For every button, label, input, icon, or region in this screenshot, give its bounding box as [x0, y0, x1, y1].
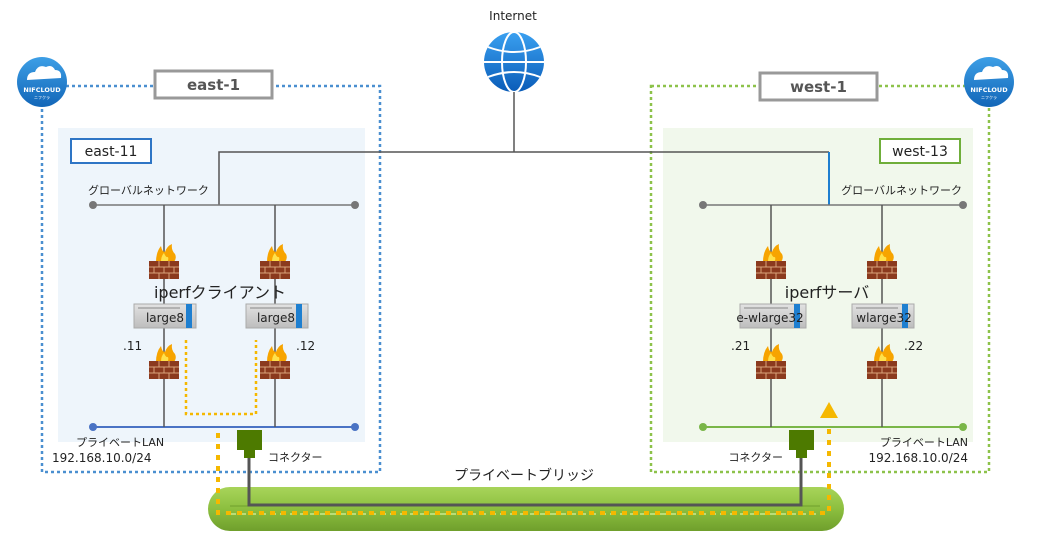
- private-lan-west-label: プライベートLAN: [880, 436, 968, 449]
- ip-east-1: .11: [123, 339, 142, 353]
- server-east-2[interactable]: large8: [245, 303, 309, 329]
- private-lan-west: プライベートLAN 192.168.10.0/24: [699, 423, 968, 465]
- zone-label-west-text: west-13: [892, 144, 948, 160]
- nifcloud-logo-west: NIFCLOUD ニフクラ: [964, 57, 1014, 107]
- ip-west-2: .22: [904, 339, 923, 353]
- server-west-1[interactable]: e-wlarge32: [736, 303, 807, 329]
- private-lan-west-cidr: 192.168.10.0/24: [869, 451, 968, 465]
- private-bridge: プライベートブリッジ: [208, 467, 844, 531]
- bridge-cable: [247, 455, 803, 507]
- region-label-east-text: east-1: [187, 76, 240, 94]
- role-label-east: iperfクライアント: [154, 283, 286, 302]
- private-lan-east-cidr: 192.168.10.0/24: [52, 451, 151, 465]
- connector-west-label: コネクター: [728, 451, 783, 464]
- nifcloud-logo-east: NIFCLOUD ニフクラ: [17, 57, 67, 107]
- region-label-west-text: west-1: [790, 78, 847, 96]
- zone-label-east-text: east-11: [85, 144, 138, 160]
- firewall-west-2-top-icon: [867, 244, 897, 279]
- firewalls: [149, 244, 897, 379]
- private-lan-east: プライベートLAN 192.168.10.0/24: [52, 423, 359, 465]
- zone-west-fill: [663, 128, 973, 442]
- logo-text-east: NIFCLOUD: [23, 86, 61, 94]
- server-west-1-label: e-wlarge32: [736, 311, 803, 325]
- region-label-west: west-1: [758, 71, 879, 102]
- ip-west-1: .21: [731, 339, 750, 353]
- internet-label: Internet: [489, 9, 537, 23]
- firewall-west-1-top-icon: [756, 244, 786, 279]
- traffic-arrow-head: [820, 402, 838, 418]
- zone-east-fill: [58, 128, 365, 442]
- firewall-east-1-top-icon: [149, 244, 179, 279]
- connector-west[interactable]: コネクター: [728, 430, 814, 464]
- firewall-west-1-bottom-icon: [756, 344, 786, 379]
- role-label-west: iperfサーバ: [785, 283, 870, 302]
- server-east-2-label: large8: [257, 311, 295, 325]
- private-lan-east-label: プライベートLAN: [76, 436, 164, 449]
- iperf-traffic-path: [184, 340, 831, 515]
- zone-label-east: east-11: [70, 138, 152, 164]
- connector-east[interactable]: コネクター: [237, 430, 323, 464]
- ip-east-2: .12: [296, 339, 315, 353]
- firewall-east-2-bottom-icon: [260, 344, 290, 379]
- global-network-east-label: グローバルネットワーク: [88, 183, 209, 197]
- connector-east-label: コネクター: [268, 451, 323, 464]
- global-network-west: グローバルネットワーク: [699, 183, 967, 209]
- global-network-west-label: グローバルネットワーク: [841, 183, 962, 197]
- firewall-east-1-bottom-icon: [149, 344, 179, 379]
- logo-subtext-west: ニフクラ: [981, 94, 997, 100]
- server-west-2-label: wlarge32: [856, 311, 912, 325]
- firewall-east-2-top-icon: [260, 244, 290, 279]
- internet-globe-icon: Internet: [484, 9, 544, 93]
- logo-text-west: NIFCLOUD: [970, 86, 1008, 94]
- global-network-east: グローバルネットワーク: [88, 183, 359, 209]
- server-east-1-label: large8: [146, 311, 184, 325]
- region-label-east: east-1: [153, 69, 274, 100]
- internet-uplinks: [218, 92, 830, 205]
- server-east-1[interactable]: large8: [133, 303, 197, 329]
- firewall-west-2-bottom-icon: [867, 344, 897, 379]
- server-west-2[interactable]: wlarge32: [851, 303, 915, 329]
- zone-label-west: west-13: [879, 138, 961, 164]
- logo-subtext-east: ニフクラ: [34, 94, 50, 100]
- private-bridge-label: プライベートブリッジ: [454, 467, 594, 484]
